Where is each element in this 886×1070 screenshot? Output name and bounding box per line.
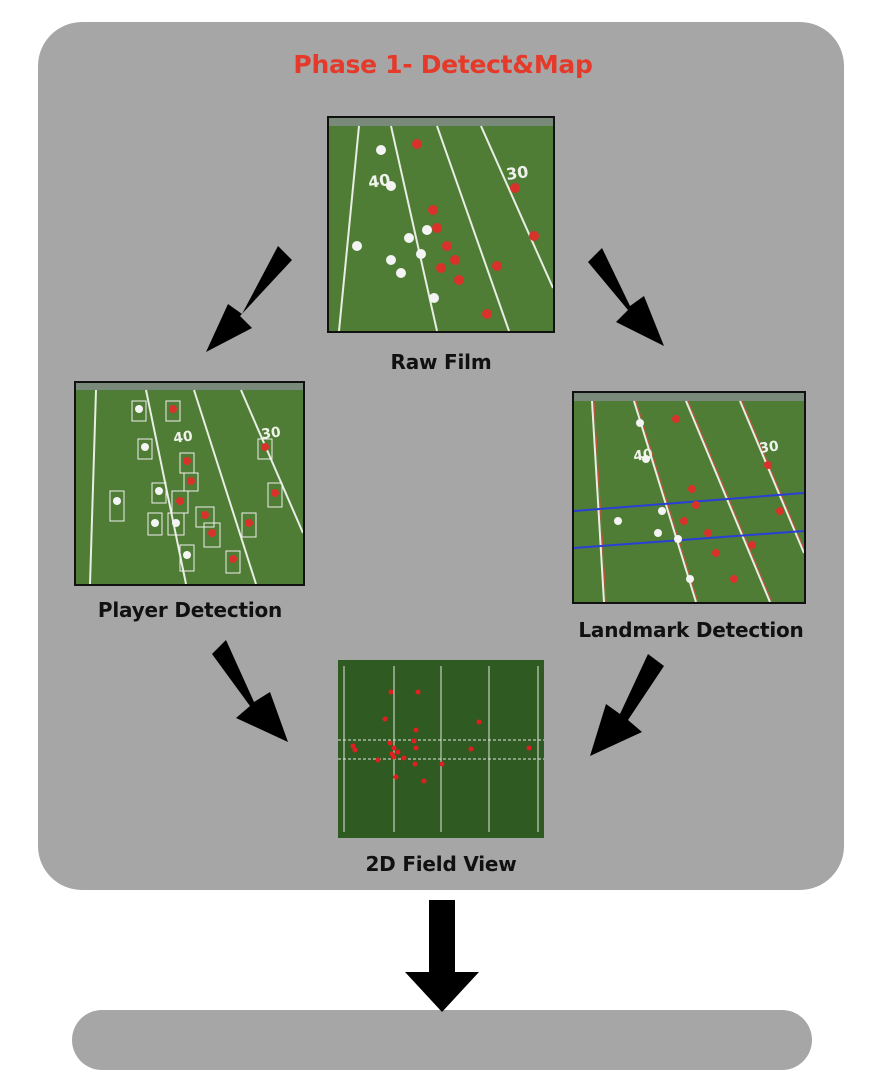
raw-film-caption: Raw Film — [390, 350, 492, 374]
players-white — [113, 405, 191, 559]
players-red — [412, 139, 539, 319]
players-white — [614, 419, 694, 583]
next-phase-panel — [72, 1010, 812, 1070]
landmark-detection-caption: Landmark Detection — [578, 618, 804, 642]
yard-number-left: 40 — [632, 446, 654, 465]
landmark-line — [574, 492, 804, 512]
arrow-down-right-icon — [212, 640, 288, 742]
player-dots — [350, 689, 532, 784]
landmark-line — [574, 530, 804, 549]
yard-number-right: 30 — [260, 424, 282, 443]
player-detection-caption: Player Detection — [97, 598, 283, 622]
yard-number-right: 30 — [758, 438, 780, 457]
field-view-caption: 2D Field View — [365, 852, 517, 876]
yard-number-right: 30 — [505, 162, 530, 184]
field-view-image — [338, 660, 544, 838]
phase-title: Phase 1- Detect&Map — [293, 50, 593, 79]
landmark-detection-image: 40 30 — [572, 391, 806, 604]
raw-film-image: 40 30 — [327, 116, 555, 333]
arrow-down-left-icon — [590, 654, 664, 756]
yard-number-left: 40 — [172, 428, 194, 447]
yard-number-left: 40 — [367, 170, 392, 192]
players-red — [169, 405, 279, 563]
player-detection-image: 40 30 — [74, 381, 305, 586]
arrow-down-right-icon — [588, 248, 664, 346]
players-red — [672, 415, 784, 583]
detection-boxes — [109, 400, 283, 574]
arrow-down-left-icon — [206, 246, 292, 352]
players-white — [352, 145, 439, 303]
arrow-down-icon — [405, 900, 479, 1012]
